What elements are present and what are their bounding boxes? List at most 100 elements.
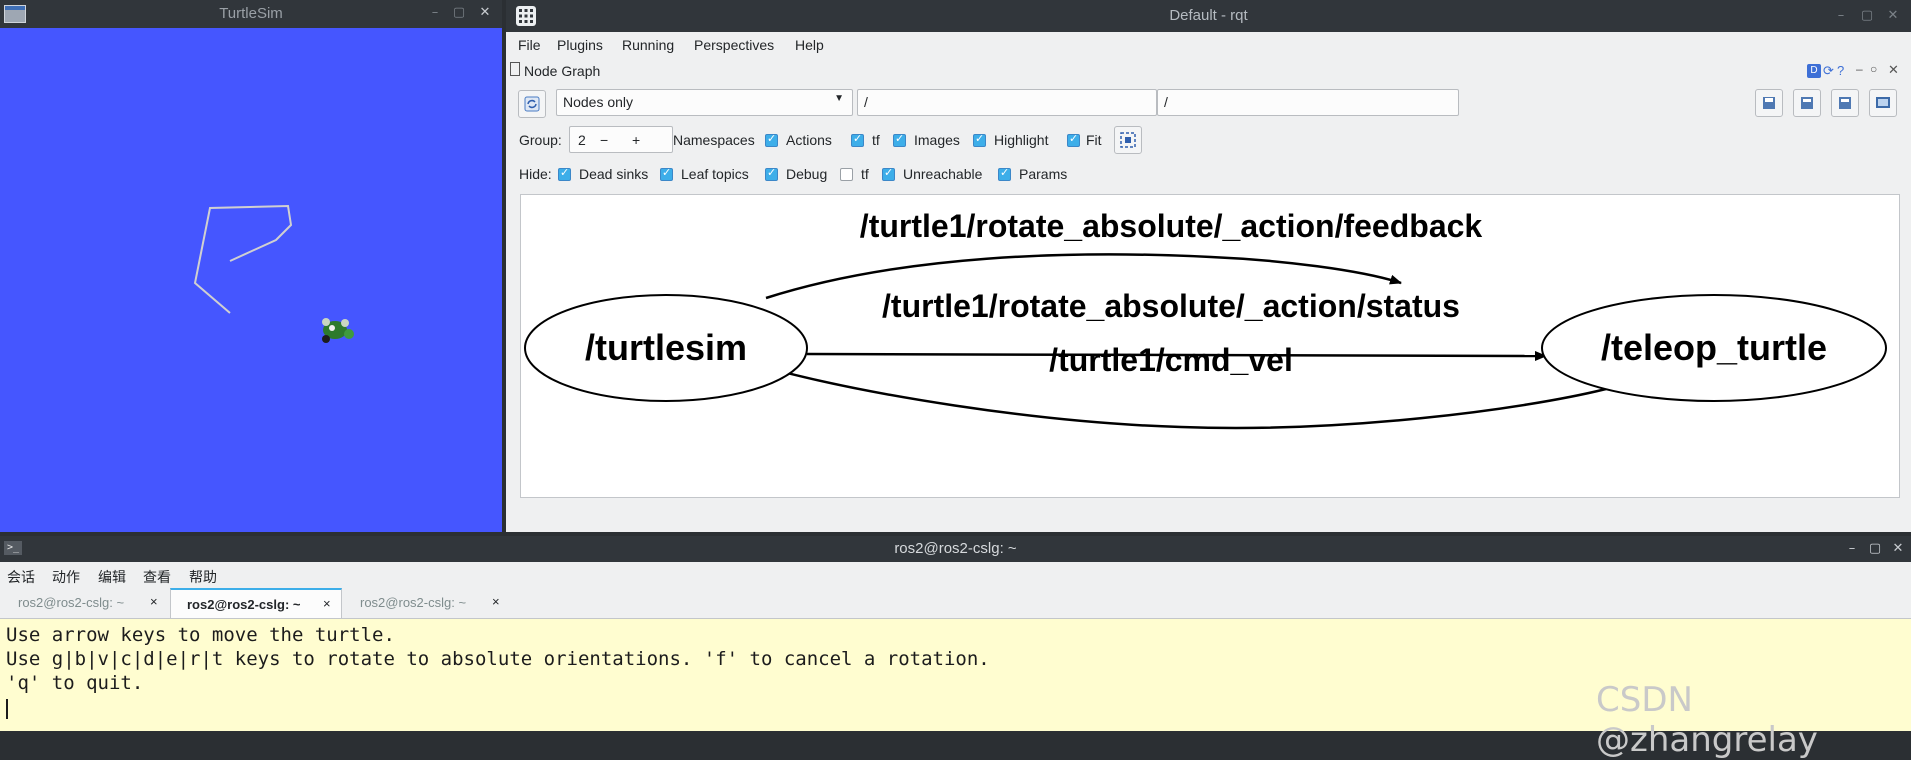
edge-label-cmd-vel: /turtle1/cmd_vel (1049, 342, 1293, 378)
fit-view-icon (1120, 132, 1136, 148)
terminal-tab-1[interactable]: ros2@ros2-cslg: ~ × (0, 588, 170, 618)
graph-mode-value: Nodes only (563, 94, 634, 110)
refresh-graph-button[interactable] (518, 90, 546, 118)
option-images-checkbox[interactable] (893, 132, 906, 147)
turtle-path (193, 204, 293, 314)
maximize-icon[interactable]: ▢ (1868, 541, 1882, 556)
group-spinbox[interactable]: 2 − + (569, 126, 673, 153)
option-fit-checkbox[interactable] (1067, 132, 1080, 147)
menu-help[interactable]: Help (795, 37, 824, 53)
graph-mode-select[interactable]: Nodes only ▼ (556, 89, 853, 116)
minimize-icon[interactable]: – (1837, 8, 1845, 23)
terminal-window: >_ ros2@ros2-cslg: ~ – ▢ ✕ 会话 动作 编辑 查看 帮… (0, 536, 1911, 731)
terminal-tab-label: ros2@ros2-cslg: ~ (187, 597, 301, 612)
terminal-tab-2[interactable]: ros2@ros2-cslg: ~ × (170, 588, 342, 618)
grid-app-icon (516, 6, 536, 26)
image-icon (1876, 97, 1890, 108)
hide-leaf-topics-checkbox[interactable] (660, 166, 673, 181)
edge-status (806, 350, 1547, 361)
hide-debug-checkbox[interactable] (765, 166, 778, 181)
terminal-line: Use arrow keys to move the turtle. (6, 624, 395, 646)
plugin-float-icon[interactable]: ○ (1870, 62, 1878, 76)
terminal-tab-label: ros2@ros2-cslg: ~ (360, 595, 467, 610)
plugin-minimize-icon[interactable]: – (1856, 62, 1863, 76)
load-dot-button[interactable] (1755, 89, 1783, 117)
node-graph-svg: /turtle1/rotate_absolute/_action/feedbac… (524, 208, 1887, 430)
tab-close-icon[interactable]: × (150, 594, 158, 609)
option-images-label: Images (914, 132, 960, 148)
plugin-handle-icon[interactable] (510, 62, 520, 76)
option-actions-checkbox[interactable] (765, 132, 778, 147)
namespace-filter-input[interactable]: / (857, 89, 1157, 116)
menu-help[interactable]: 帮助 (189, 569, 217, 585)
reload-plugin-icon[interactable]: ⟳ (1823, 63, 1834, 78)
edge-feedback (765, 253, 1402, 300)
save-as-svg-icon (1839, 97, 1851, 109)
save-as-dot-icon (1801, 97, 1813, 109)
option-tf-checkbox[interactable] (851, 132, 864, 147)
menu-view[interactable]: 查看 (143, 569, 171, 585)
tab-close-icon[interactable]: × (323, 596, 331, 611)
group-value: 2 (578, 132, 586, 148)
rqt-titlebar[interactable]: Default - rqt – ▢ ✕ (506, 0, 1911, 32)
save-image-button[interactable] (1869, 89, 1897, 117)
maximize-icon[interactable]: ▢ (452, 5, 466, 20)
option-highlight-checkbox[interactable] (973, 132, 986, 147)
node-teleop-turtle (1541, 294, 1887, 402)
hide-tf-checkbox[interactable] (840, 168, 853, 181)
menu-edit[interactable]: 编辑 (98, 569, 126, 585)
topic-filter-input[interactable]: / (1157, 89, 1459, 116)
terminal-cursor (6, 699, 8, 719)
menu-file[interactable]: File (518, 37, 541, 53)
plugin-close-icon[interactable]: ✕ (1888, 62, 1899, 77)
turtle-path-drawing (193, 204, 354, 343)
minimize-icon[interactable]: – (431, 5, 439, 20)
save-svg-button[interactable] (1831, 89, 1859, 117)
menu-plugins[interactable]: Plugins (557, 37, 603, 53)
hide-unreachable-checkbox[interactable] (882, 166, 895, 181)
close-icon[interactable]: ✕ (479, 5, 491, 20)
edge-label-status: /turtle1/rotate_absolute/_action/status (882, 288, 1460, 324)
hide-params-label: Params (1019, 166, 1068, 182)
dock-icon[interactable]: D (1807, 64, 1821, 78)
menu-action[interactable]: 动作 (52, 569, 80, 585)
node-turtlesim (524, 294, 808, 402)
turtlesim-canvas (0, 28, 502, 532)
plugin-title: Node Graph (524, 63, 601, 79)
hide-leaf-topics-label: Leaf topics (681, 166, 749, 182)
group-increment-button[interactable]: + (632, 132, 641, 148)
edge-cmd-vel (749, 361, 1607, 430)
terminal-title: ros2@ros2-cslg: ~ (894, 540, 1017, 557)
turtlesim-titlebar[interactable]: TurtleSim – ▢ ✕ (0, 0, 502, 28)
rqt-title: Default - rqt (1169, 7, 1248, 24)
close-icon[interactable]: ✕ (1887, 8, 1899, 23)
maximize-icon[interactable]: ▢ (1860, 8, 1874, 23)
save-icon (1763, 97, 1775, 109)
terminal-tab-3[interactable]: ros2@ros2-cslg: ~ × (342, 588, 512, 618)
hide-dead-sinks-checkbox[interactable] (558, 166, 571, 181)
terminal-titlebar[interactable]: >_ ros2@ros2-cslg: ~ – ▢ ✕ (0, 536, 1911, 562)
terminal-line: 'q' to quit. (6, 672, 144, 694)
rqt-menubar: File Plugins Running Perspectives Help (506, 32, 1911, 58)
terminal-menubar: 会话 动作 编辑 查看 帮助 (0, 562, 1911, 588)
edge-label-feedback: /turtle1/rotate_absolute/_action/feedbac… (860, 208, 1483, 244)
minimize-icon[interactable]: – (1848, 541, 1856, 556)
node-graph-canvas[interactable]: /turtle1/rotate_absolute/_action/feedbac… (520, 194, 1900, 498)
rqt-window: Default - rqt – ▢ ✕ File Plugins Running… (506, 0, 1911, 532)
terminal-tabbar: ros2@ros2-cslg: ~ × ros2@ros2-cslg: ~ × … (0, 588, 1911, 619)
group-decrement-button[interactable]: − (600, 132, 609, 148)
help-icon[interactable]: ? (1837, 63, 1845, 78)
fit-view-button[interactable] (1114, 126, 1142, 154)
window-app-icon (4, 5, 26, 23)
menu-running[interactable]: Running (622, 37, 675, 53)
close-icon[interactable]: ✕ (1892, 541, 1904, 556)
save-dot-button[interactable] (1793, 89, 1821, 117)
menu-session[interactable]: 会话 (7, 569, 35, 585)
turtlesim-title: TurtleSim (219, 5, 283, 22)
hide-params-checkbox[interactable] (998, 166, 1011, 181)
option-fit-label: Fit (1086, 132, 1102, 148)
hide-label: Hide: (519, 166, 552, 182)
tab-close-icon[interactable]: × (492, 594, 500, 609)
terminal-output[interactable]: Use arrow keys to move the turtle. Use g… (0, 619, 1911, 731)
menu-perspectives[interactable]: Perspectives (694, 37, 775, 53)
